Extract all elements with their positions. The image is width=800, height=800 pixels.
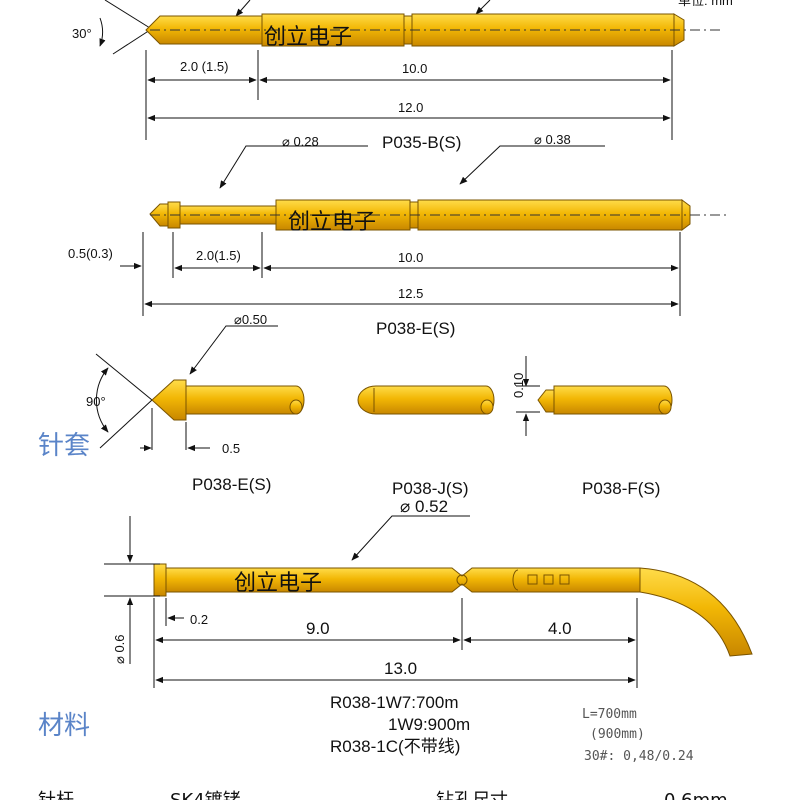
- body-ring: [512, 569, 519, 591]
- tip-f-shaft: [553, 385, 673, 415]
- angle-label: 30°: [72, 26, 92, 41]
- body-marking: [527, 574, 538, 585]
- brand-watermark: 创立电子: [264, 25, 352, 50]
- leader-arrow: [351, 515, 470, 561]
- body-marking: [559, 574, 570, 585]
- diam-label: ⌀0.50: [234, 312, 267, 327]
- probe-p038-e: ⌀ 0.28 ⌀ 0.38 创立电子 0.5(0.3) 2.0(1.5) 10.…: [68, 132, 730, 338]
- section-heading: 针套: [38, 431, 90, 461]
- diam-top-label: ⌀ 0.52: [400, 497, 448, 516]
- dim-label-total: 13.0: [384, 659, 417, 678]
- model-label: P035-B(S): [382, 133, 461, 152]
- dim-label-a: 2.0(1.5): [196, 248, 241, 263]
- shaft-cut: [289, 399, 303, 415]
- body-marking: [543, 574, 554, 585]
- model-line-2: 1W9:900m: [388, 715, 470, 734]
- dim-label-total: 12.5: [398, 286, 423, 301]
- tip-f-head: [537, 389, 555, 413]
- diam-side-label: ⌀ 0.6: [112, 634, 127, 664]
- tip-e-shaft: [185, 385, 305, 415]
- leader-arrow: [475, 0, 491, 15]
- diam-left-label: ⌀ 0.28: [282, 134, 319, 149]
- brand-watermark: 创立电子: [288, 210, 376, 235]
- receptacle-flange: [153, 563, 167, 597]
- material-label: 针杆: [38, 790, 74, 800]
- dim-label-tip: 0.5: [222, 441, 240, 456]
- tip-variants: 针套 ⌀0.50 90° 0.5 P038-E(S) P038-J(S) 0.1…: [38, 312, 673, 498]
- note-line-1: L=700mm: [582, 707, 637, 722]
- tip-e-head: [151, 379, 187, 421]
- drill-label: 钻孔尺寸: [436, 790, 508, 800]
- leader-arrow: [189, 325, 278, 375]
- unit-label: 单位: mm: [678, 0, 733, 8]
- model-label-j: P038-J(S): [392, 479, 469, 498]
- model-label: P038-E(S): [376, 319, 455, 338]
- model-line-3: R038-1C(不带线): [330, 737, 460, 756]
- note-line-2: (900mm): [590, 727, 645, 742]
- dim-label-a: 9.0: [306, 619, 330, 638]
- angle-line: [95, 353, 153, 401]
- angle-line: [104, 0, 151, 29]
- probe-p035-b: 单位: mm 30° 创立电子 2.0 (1.5) 10.0 12.0 P035…: [72, 0, 733, 152]
- dim-label-f: 0.10: [511, 373, 526, 398]
- model-label-f: P038-F(S): [582, 479, 660, 498]
- shaft-cut: [658, 399, 672, 415]
- dim-label-b: 10.0: [402, 61, 427, 76]
- section-heading: 材料: [38, 711, 90, 741]
- materials-section: 材料 针杆 SK4镀铑 钻孔尺寸 0.6mm: [38, 711, 728, 800]
- dim-label-a: 2.0 (1.5): [180, 59, 228, 74]
- tip-j-shaft: [357, 385, 495, 415]
- dim-label-b: 10.0: [398, 250, 423, 265]
- dim-label-tip: 0.5(0.3): [68, 246, 113, 261]
- brand-watermark: 创立电子: [234, 571, 322, 596]
- material-value: SK4镀铑: [170, 790, 241, 800]
- leader-arrow: [235, 0, 251, 17]
- angle-arc: [95, 367, 109, 433]
- crimp-dimple: [456, 574, 468, 586]
- leader-arrow: [219, 145, 368, 189]
- wire-lead: [639, 567, 753, 657]
- receptacle-r038: ⌀ 0.52 创立电子 ⌀ 0.6 0.2 9.0 4.0 13.0 R038-…: [104, 497, 753, 764]
- diam-right-label: ⌀ 0.38: [534, 132, 571, 147]
- leader-arrow: [459, 145, 605, 185]
- dim-label-total: 12.0: [398, 100, 423, 115]
- angle-label: 90°: [86, 394, 106, 409]
- dim-label-b: 4.0: [548, 619, 572, 638]
- dim-label-small: 0.2: [190, 612, 208, 627]
- drill-value: 0.6mm: [664, 790, 728, 800]
- note-line-3: 30#: 0,48/0.24: [584, 749, 694, 764]
- angle-arc: [99, 17, 106, 47]
- model-label-e: P038-E(S): [192, 475, 271, 494]
- model-line-1: R038-1W7:700m: [330, 693, 459, 712]
- shaft-cut: [480, 399, 494, 415]
- angle-line: [112, 29, 151, 55]
- angle-line: [99, 399, 153, 449]
